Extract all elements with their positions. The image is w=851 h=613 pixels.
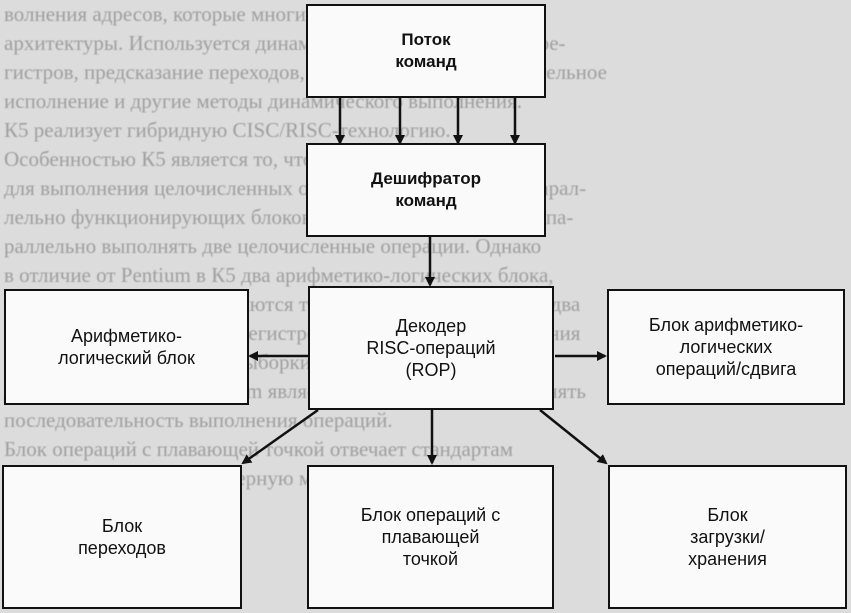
fpu-label: Блок операций с плавающей точкой <box>360 505 501 569</box>
rop-decoder-label: Декодер RISC-операций (ROP) <box>366 316 496 380</box>
alu-shift-label: Блок арифметико- логических операций/сдв… <box>648 315 804 379</box>
load-store-node: Блок загрузки/ хранения <box>608 465 847 609</box>
instruction-decoder-label: Дешифратор команд <box>371 169 481 210</box>
arrow-rop-loadstore <box>539 409 608 465</box>
background-text-line: К5 реализует гибридную CISC/RISC-техноло… <box>4 118 451 142</box>
branch-unit-label: Блок переходов <box>78 516 166 558</box>
background-text-line: в отличие от Pentium в К5 два арифметико… <box>4 263 554 287</box>
branch-unit-node: Блок переходов <box>2 465 242 609</box>
alu-left-node: Арифметико- логический блок <box>4 289 249 405</box>
alu-shift-node: Блок арифметико- логических операций/сдв… <box>607 289 845 405</box>
rop-decoder-node: Декодер RISC-операций (ROP) <box>308 286 554 410</box>
instruction-stream-label: Поток команд <box>395 30 457 71</box>
background-text-line: раллельно выполнять две целочисленные оп… <box>4 234 542 258</box>
load-store-label: Блок загрузки/ хранения <box>688 505 767 569</box>
instruction-decoder-node: Дешифратор команд <box>306 143 546 237</box>
fpu-node: Блок операций с плавающей точкой <box>307 465 554 609</box>
background-text-line: последовательность выполнения операций. <box>4 408 393 432</box>
arrow-rop-branch <box>241 408 319 465</box>
instruction-stream-node: Поток команд <box>306 4 546 98</box>
alu-left-label: Арифметико- логический блок <box>58 326 195 368</box>
